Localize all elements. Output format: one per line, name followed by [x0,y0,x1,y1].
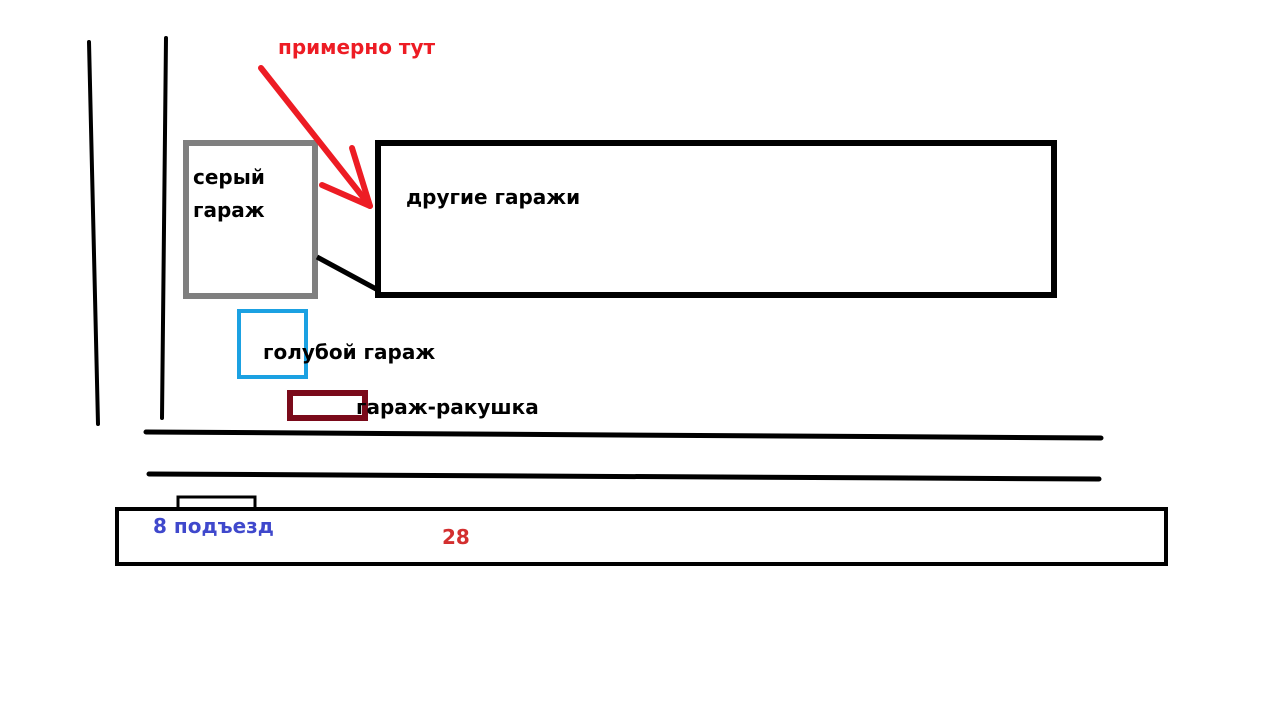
road-line-top [143,429,1104,441]
blue-garage-label: голубой гараж [263,340,435,364]
arrow-icon [258,65,373,209]
annotation-label: примерно тут [278,35,436,59]
grey-garage-label-2: гараж [193,198,265,222]
grey-garage-label-1: серый [193,165,265,189]
entrance-8 [176,495,257,511]
grey-garage [183,140,318,299]
entrance-label: 8 подъезд [153,514,274,538]
building-28 [115,507,1168,566]
other-garages [375,140,1057,298]
road-line-bottom [146,471,1102,482]
connector-line [315,254,380,293]
road-line-left [87,40,100,426]
road-line-right [160,36,168,420]
other-garages-label: другие гаражи [406,185,580,209]
shell-garage-label: гараж-ракушка [356,395,539,419]
shell-garage [287,390,368,421]
building-number: 28 [442,525,470,549]
blue-garage [237,309,308,379]
